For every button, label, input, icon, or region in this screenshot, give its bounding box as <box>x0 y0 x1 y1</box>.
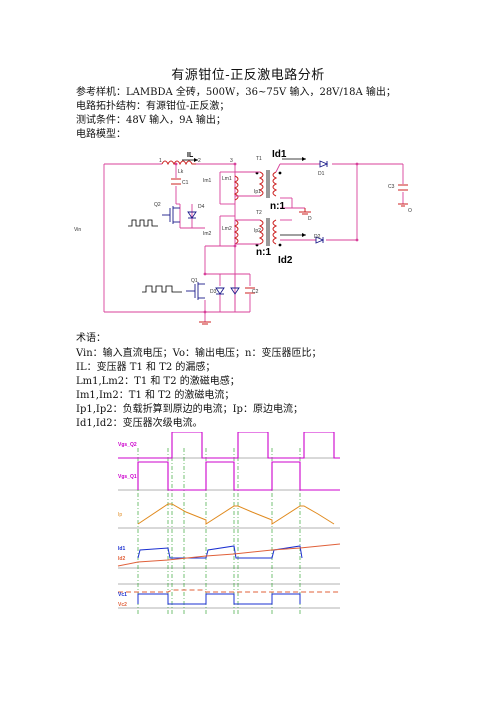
transformer-t2 <box>235 218 282 247</box>
waveform-gridlines <box>118 457 340 609</box>
il-arrow-head <box>194 158 198 162</box>
label-t1: T1 <box>256 156 262 162</box>
label-c1: C1 <box>182 180 189 186</box>
capacitor-c3 <box>398 184 408 207</box>
waveform-time-markers <box>137 448 301 614</box>
label-vc1-wave: Vc1 <box>118 592 127 598</box>
mosfet-q2 <box>162 206 180 224</box>
label-id1-wave: Id1 <box>118 546 125 552</box>
term-lm: Lm1,Lm2：T1 和 T2 的激磁电感； <box>76 376 240 387</box>
transformer-t1 <box>235 163 282 198</box>
diode-d4 <box>187 211 197 219</box>
label-d2: D2 <box>314 234 321 240</box>
terms-heading: 术语： <box>76 333 106 344</box>
label-vgs-q2: Vgs_Q2 <box>118 442 137 448</box>
label-ip2: Ip2 <box>254 228 261 234</box>
ground-d <box>299 208 311 215</box>
label-vc2-wave: Vc2 <box>118 602 127 608</box>
waveform-ip <box>137 503 335 525</box>
label-q1: Q1 <box>191 278 198 284</box>
label-pin1: 1 <box>159 158 162 164</box>
magnetizing-inductor-lm2 <box>233 219 239 245</box>
schematic-nodes <box>174 162 359 314</box>
term-il: IL：变压器 T1 和 T2 的漏感； <box>76 362 216 373</box>
leakage-inductor-lk <box>161 160 196 166</box>
label-vin: Vin <box>74 227 81 233</box>
label-lm1: Lm1 <box>222 176 232 182</box>
ground-main <box>199 321 211 325</box>
waveform-vgs-q2 <box>118 432 340 459</box>
waveform-id1 <box>137 545 303 559</box>
label-pin3: 3 <box>230 158 233 164</box>
label-c3: C3 <box>388 184 395 190</box>
waveform-vc2 <box>118 589 340 593</box>
label-vgs-q1: Vgs_Q1 <box>118 474 137 480</box>
label-im1: Im1 <box>203 178 212 184</box>
capacitor-c1 <box>171 178 181 185</box>
q2-gate-pulse <box>128 219 158 227</box>
intro-line-sample: 参考样机：LAMBDA 全砖，500W，36~75V 输入，28V/18A 输出… <box>76 87 396 98</box>
intro-line-topology: 电路拓扑结构：有源钳位-正反激； <box>76 101 230 112</box>
capacitor-c2 <box>230 287 255 295</box>
label-lk: Lk <box>178 169 184 175</box>
term-id: Id1,Id2：变压器次级电流。 <box>76 418 203 429</box>
diode-d1 <box>319 160 329 168</box>
label-lm2: Lm2 <box>222 226 232 232</box>
label-q2: Q2 <box>154 202 161 208</box>
page-title: 有源钳位-正反激电路分析 <box>171 68 325 83</box>
label-id1: Id1 <box>272 149 287 160</box>
label-ip-wave: Ip <box>118 512 122 518</box>
label-pin2: 2 <box>198 158 201 164</box>
intro-line-test: 测试条件：48V 输入，9A 输出； <box>76 115 226 126</box>
term-ip: Ip1,Ip2：负载折算到原边的电流；Ip：原边电流； <box>76 404 303 415</box>
label-ip1: Ip1 <box>254 189 261 195</box>
label-vo-node: O <box>408 208 412 214</box>
intro-line-model: 电路模型： <box>76 129 126 140</box>
label-il: IL <box>187 152 194 159</box>
diode-d3 <box>215 287 225 295</box>
waveform-plot: Vgs_Q2 Vgs_Q1 Ip Id1 Id2 Vc1 Vc2 <box>117 432 341 614</box>
id2-arrow-head <box>302 233 306 237</box>
term-im: Im1,Im2：T1 和 T2 的激磁电流； <box>76 390 235 401</box>
waveform-id2 <box>117 543 341 567</box>
id1-arrow-head <box>302 157 306 161</box>
term-vin-vo: Vin：输入直流电压；Vo：输出电压；n：变压器匝比； <box>76 348 322 359</box>
label-t2: T2 <box>256 210 262 216</box>
label-id2-wave: Id2 <box>118 556 125 562</box>
diode-d2 <box>315 236 325 244</box>
label-n1: n:1 <box>270 201 285 212</box>
label-d3: D3 <box>210 289 217 295</box>
waveform-vc1 <box>137 593 301 605</box>
label-c2: C2 <box>252 289 259 295</box>
label-n2: n:1 <box>256 247 271 258</box>
circuit-schematic: IL Lk 1 2 3 C1 Q2 D4 Vin Im1 Lm1 Im2 Lm2 <box>74 149 412 325</box>
label-id2: Id2 <box>278 255 293 266</box>
label-im2: Im2 <box>203 231 212 237</box>
label-d-node: D <box>308 216 312 222</box>
q1-gate-pulse <box>142 285 182 293</box>
waveform-vgs-q1 <box>137 461 340 491</box>
mosfet-q1 <box>186 282 205 300</box>
label-d4: D4 <box>198 204 205 210</box>
label-d1: D1 <box>318 171 325 177</box>
schematic-wires <box>103 163 404 322</box>
